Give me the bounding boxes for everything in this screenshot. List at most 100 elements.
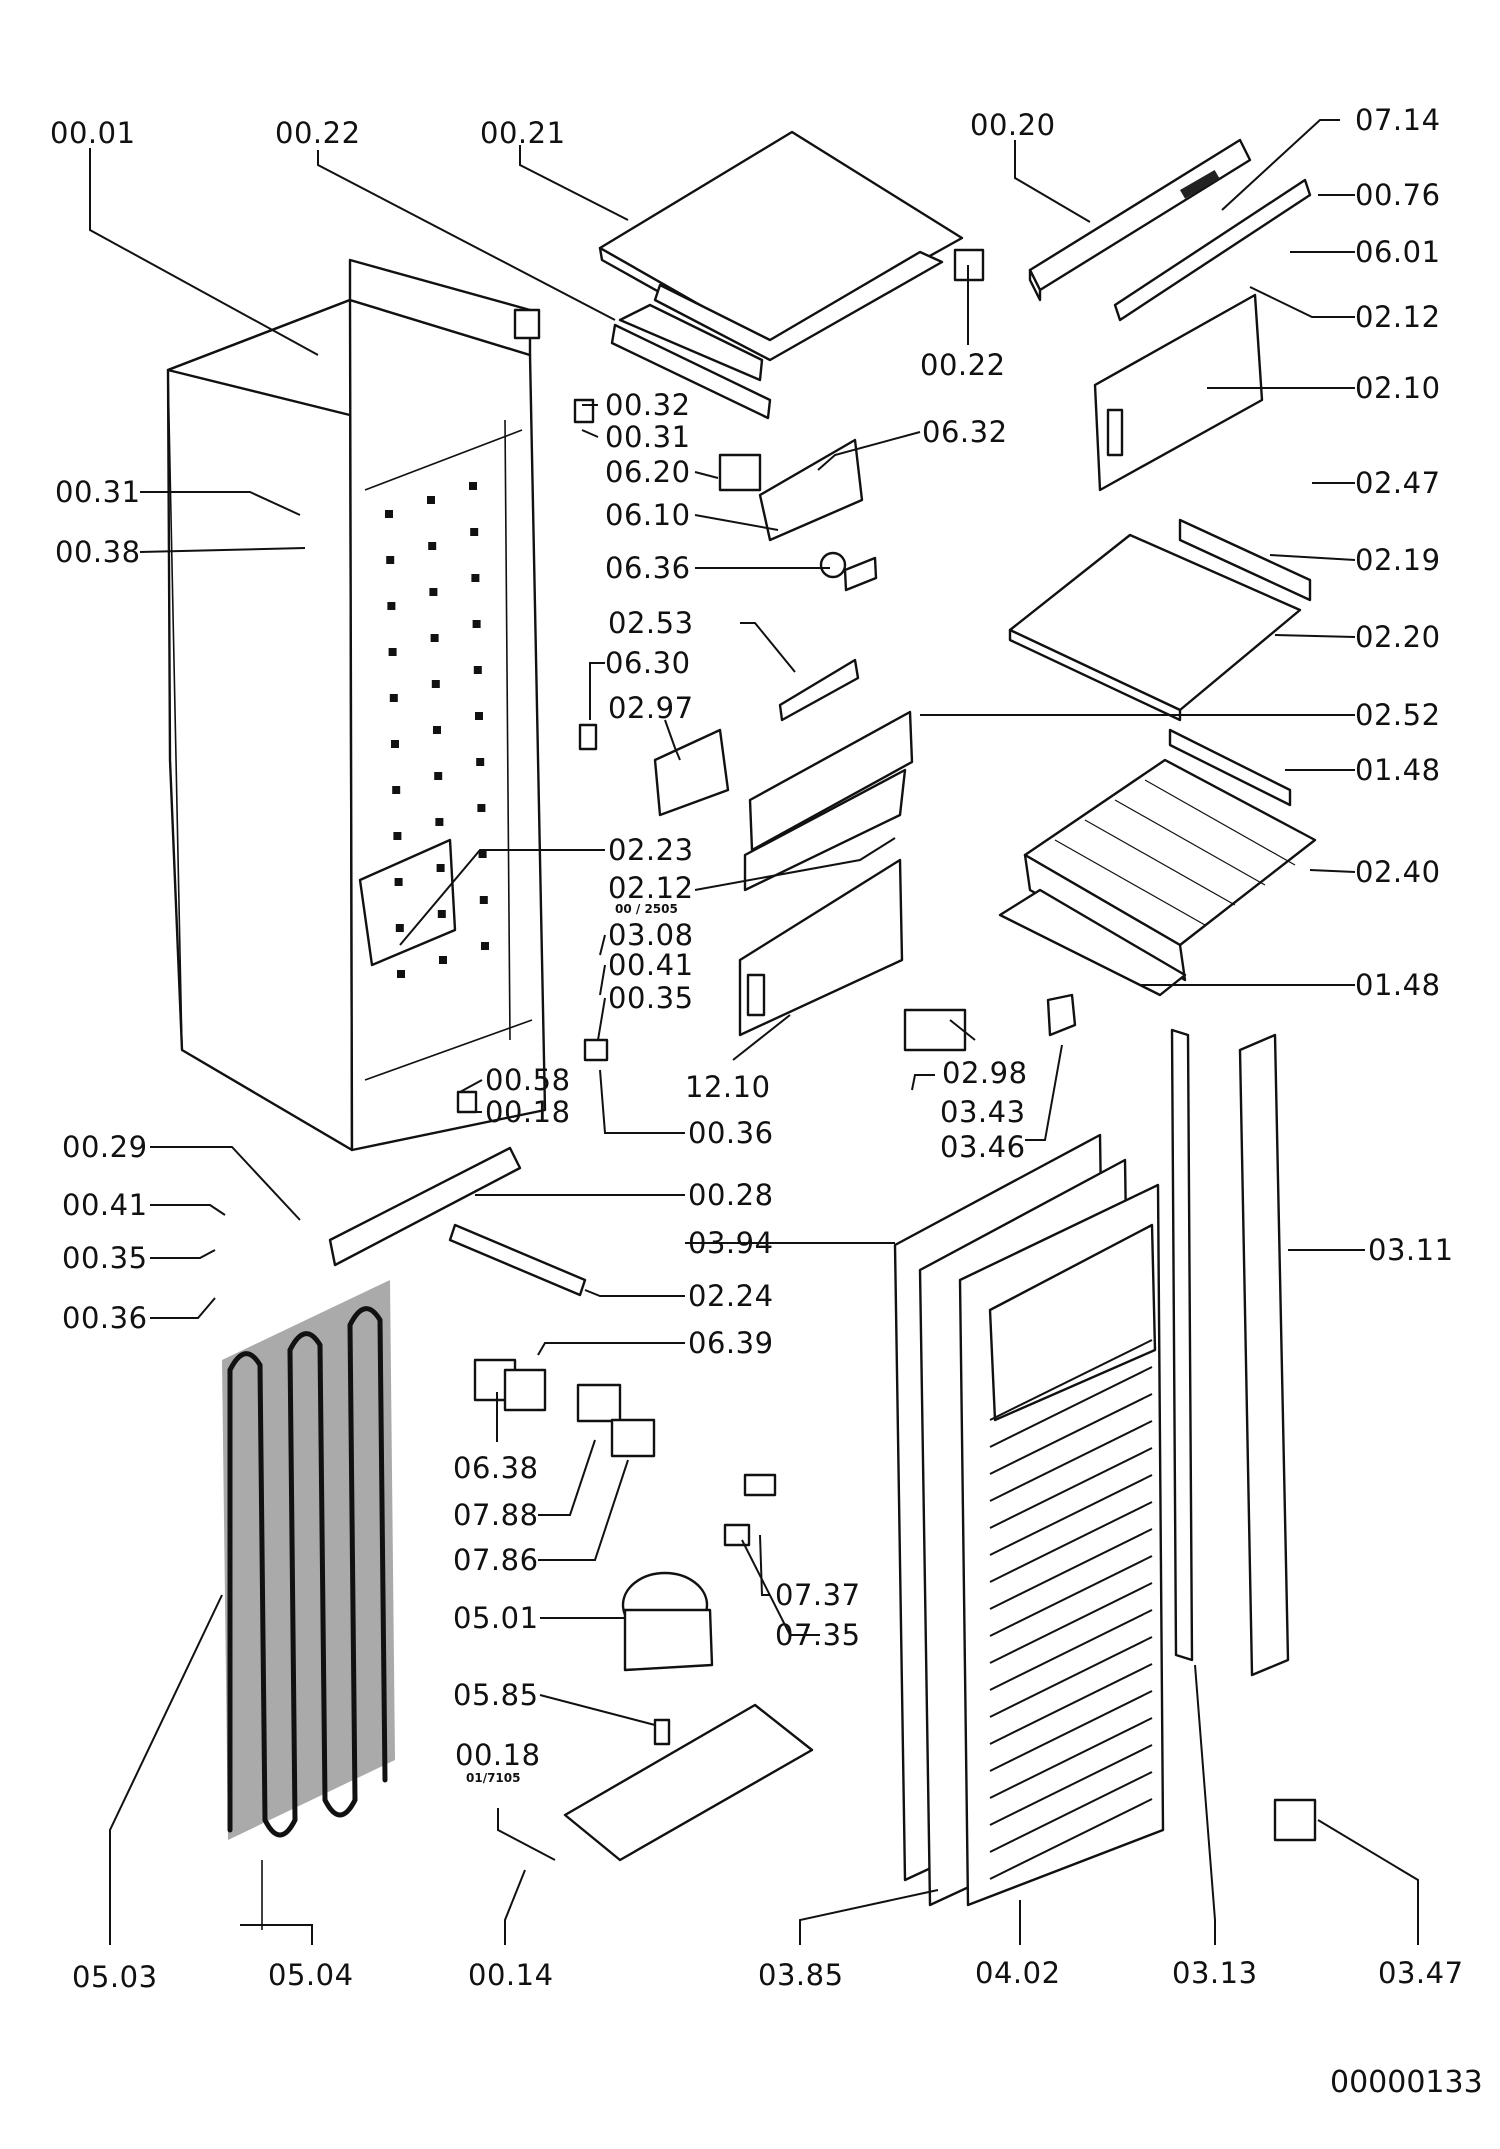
label-07-35: 07.35 [775,1618,861,1652]
condenser-05-03 [222,1280,395,1930]
label-02-40: 02.40 [1355,855,1441,889]
label-00-22-right: 00.22 [920,348,1006,382]
cabinet-holes [385,482,489,978]
label-06-32: 06.32 [922,415,1008,449]
top-cover-panel [598,130,964,382]
label-00-18-lower: 00.18 [455,1738,541,1772]
label-00-41-left: 00.41 [62,1188,148,1222]
label-05-01: 05.01 [453,1601,539,1635]
cabinet-hole [471,574,480,582]
label-01-48-top: 01.48 [1355,753,1441,787]
door-slat [989,1366,1153,1448]
label-06-36: 06.36 [605,551,691,585]
label-02-24: 02.24 [688,1279,774,1313]
cabinet-hole [394,878,403,886]
door-slat [989,1609,1153,1691]
cabinet-hole [473,666,482,674]
door-slat [989,1744,1153,1826]
compressor-05-01 [621,1571,714,1672]
label-03-43: 03.43 [940,1095,1026,1129]
freezer-flap-02-10 [1093,293,1264,492]
note-00-2505: 00 / 2505 [615,902,678,916]
cabinet-hole [395,924,404,932]
cabinet-hole [430,634,439,642]
door-seal-strip-03-13 [1170,1028,1194,1662]
label-06-39: 06.39 [688,1326,774,1360]
label-07-14: 07.14 [1355,103,1441,137]
light-cover-00-76 [1113,178,1312,322]
door-slat [989,1717,1153,1799]
label-07-37: 07.37 [775,1578,861,1612]
top-rail-00-22 [610,323,772,420]
label-00-76: 00.76 [1355,178,1441,212]
label-06-10: 06.10 [605,498,691,532]
label-01-48-bottom: 01.48 [1355,968,1441,1002]
cabinet-hole [481,942,489,950]
door-assembly [893,1133,1165,1907]
cabinet-hole [477,804,486,812]
cabinet-body [166,258,547,1152]
cabinet-hole [386,556,395,564]
label-02-23: 02.23 [608,833,694,867]
label-00-35-left: 00.35 [62,1241,148,1275]
drawing-number: 00000133 [1330,2065,1483,2100]
hinge-03-47 [1273,1798,1317,1842]
label-00-58: 00.58 [485,1063,571,1097]
basket-02-40 [998,728,1317,997]
cabinet-hole [472,620,481,628]
leader-lines [89,119,1419,1945]
drawer-front-12-10 [738,858,904,1037]
label-02-52: 02.52 [1355,698,1441,732]
shelf-02-20 [1008,518,1312,722]
door-slat [989,1663,1153,1745]
label-02-10: 02.10 [1355,371,1441,405]
compressor-mount-plate [563,1703,814,1862]
label-12-10: 12.10 [685,1070,771,1104]
door-slat [989,1528,1153,1610]
label-00-14: 00.14 [468,1958,554,1992]
cabinet-hole [439,956,447,964]
cabinet-hole [435,818,444,826]
label-00-22-top: 00.22 [275,116,361,150]
cabinet-hole [391,740,399,748]
cabinet-hole [478,850,487,858]
relay-parts [473,1358,777,1547]
label-02-98: 02.98 [942,1056,1028,1090]
label-00-28: 00.28 [688,1178,774,1212]
label-05-03: 05.03 [72,1960,158,1994]
cabinet-hole [437,910,446,918]
door-slat [989,1771,1153,1853]
cabinet-hole [433,726,441,734]
label-07-88: 07.88 [453,1498,539,1532]
door-slat [989,1393,1153,1475]
cabinet-hole [436,864,445,872]
label-03-13: 03.13 [1172,1956,1258,1990]
cabinet-hole [427,496,435,504]
label-02-12-top: 02.12 [1355,300,1441,334]
cabinet-hole [476,758,485,766]
door-slat [989,1798,1153,1880]
label-03-11: 03.11 [1368,1233,1454,1267]
cabinet-hole [392,786,401,794]
label-00-35-mid: 00.35 [608,981,694,1015]
label-06-38: 06.38 [453,1451,539,1485]
fascia-02-53 [778,658,860,722]
cabinet-hole [428,542,437,550]
hinge-parts-mid [456,398,1077,1114]
control-strip-00-20 [1028,138,1252,302]
label-02-20: 02.20 [1355,620,1441,654]
label-03-08: 03.08 [608,918,694,952]
label-03-47: 03.47 [1378,1956,1464,1990]
cabinet-hole [388,648,397,656]
label-05-85: 05.85 [453,1678,539,1712]
cabinet-hole [475,712,483,720]
label-02-53: 02.53 [608,606,694,640]
kick-plate-00-28 [328,1146,587,1297]
label-00-32: 00.32 [605,388,691,422]
label-06-20: 06.20 [605,455,691,489]
door-slat [989,1636,1153,1718]
label-00-41-mid: 00.41 [608,948,694,982]
hinge-bar-03-11 [1238,1033,1290,1677]
label-06-30: 06.30 [605,646,691,680]
